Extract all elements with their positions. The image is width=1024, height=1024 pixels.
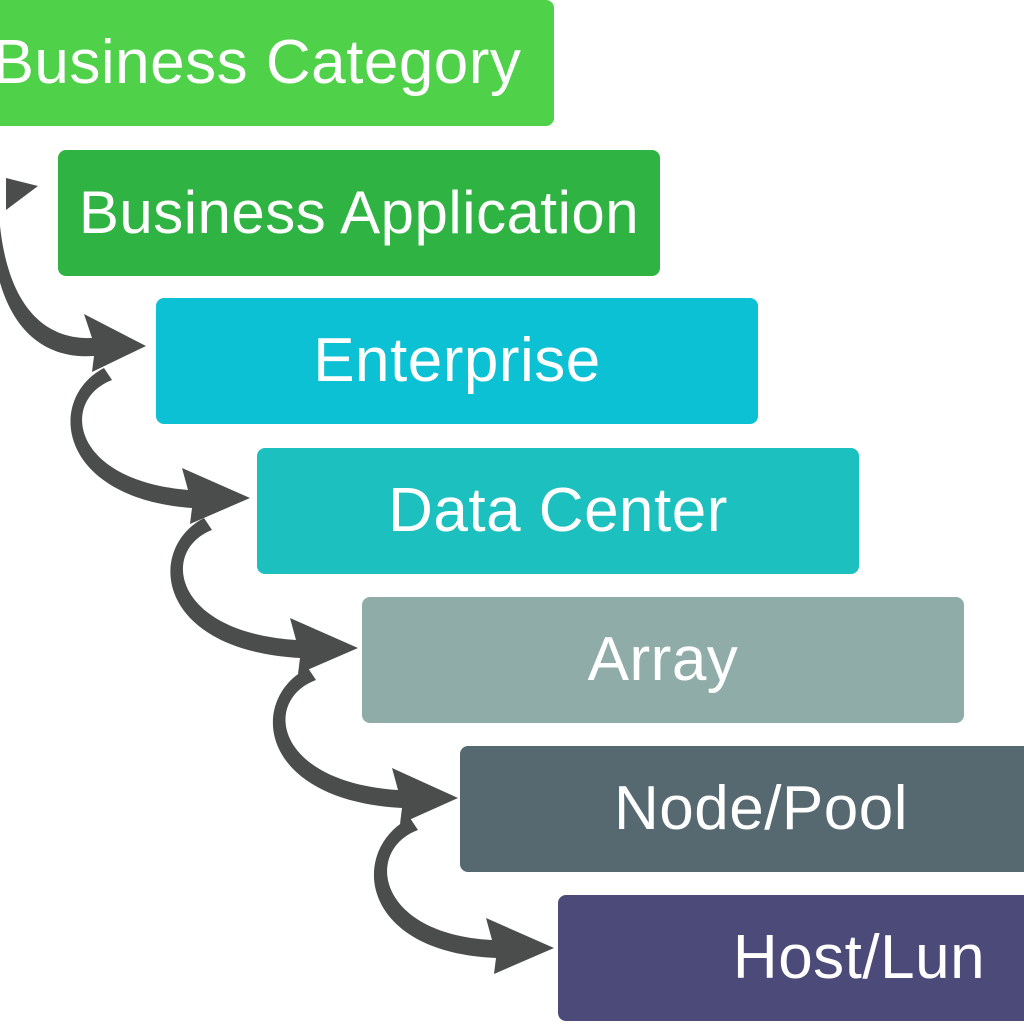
level-label: Data Center (388, 476, 728, 545)
level-label: Business Category (0, 28, 522, 97)
level-box-host-lun: Host/Lun (558, 895, 1024, 1021)
connector-arrow-1 (6, 178, 38, 210)
connector-arrow-5 (272, 668, 458, 824)
level-box-business-category: Business Category (0, 0, 554, 126)
level-label: Array (587, 625, 739, 694)
level-label: Host/Lun (732, 923, 986, 992)
level-box-data-center: Data Center (257, 448, 859, 574)
level-label: Node/Pool (613, 774, 909, 843)
level-box-node-pool: Node/Pool (460, 746, 1024, 872)
level-box-enterprise: Enterprise (156, 298, 758, 424)
connector-arrow-4 (170, 518, 358, 674)
level-box-array: Array (362, 597, 964, 723)
level-label: Business Application (78, 179, 640, 246)
connector-arrow-6 (373, 818, 554, 974)
level-label: Enterprise (313, 326, 601, 395)
connector-arrow-2 (0, 226, 146, 372)
connector-arrow-3 (70, 368, 250, 524)
level-box-business-application: Business Application (58, 150, 660, 276)
